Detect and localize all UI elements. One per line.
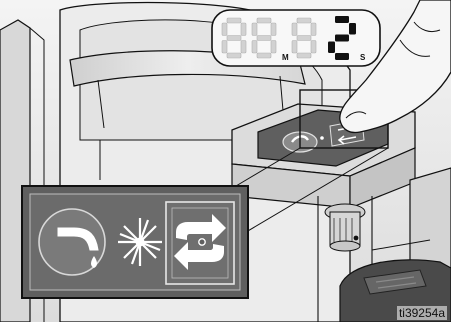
minutes-unit-label: M [282, 53, 289, 62]
seconds-unit-label: S [360, 53, 366, 62]
recirculate-center-dot [199, 239, 205, 245]
spray-center-dot [136, 238, 145, 247]
figure-id-label: ti39254a [397, 306, 447, 320]
valve-pin [354, 236, 359, 241]
valve-collar-bottom [330, 241, 360, 251]
indicator-dot-small [320, 136, 324, 140]
